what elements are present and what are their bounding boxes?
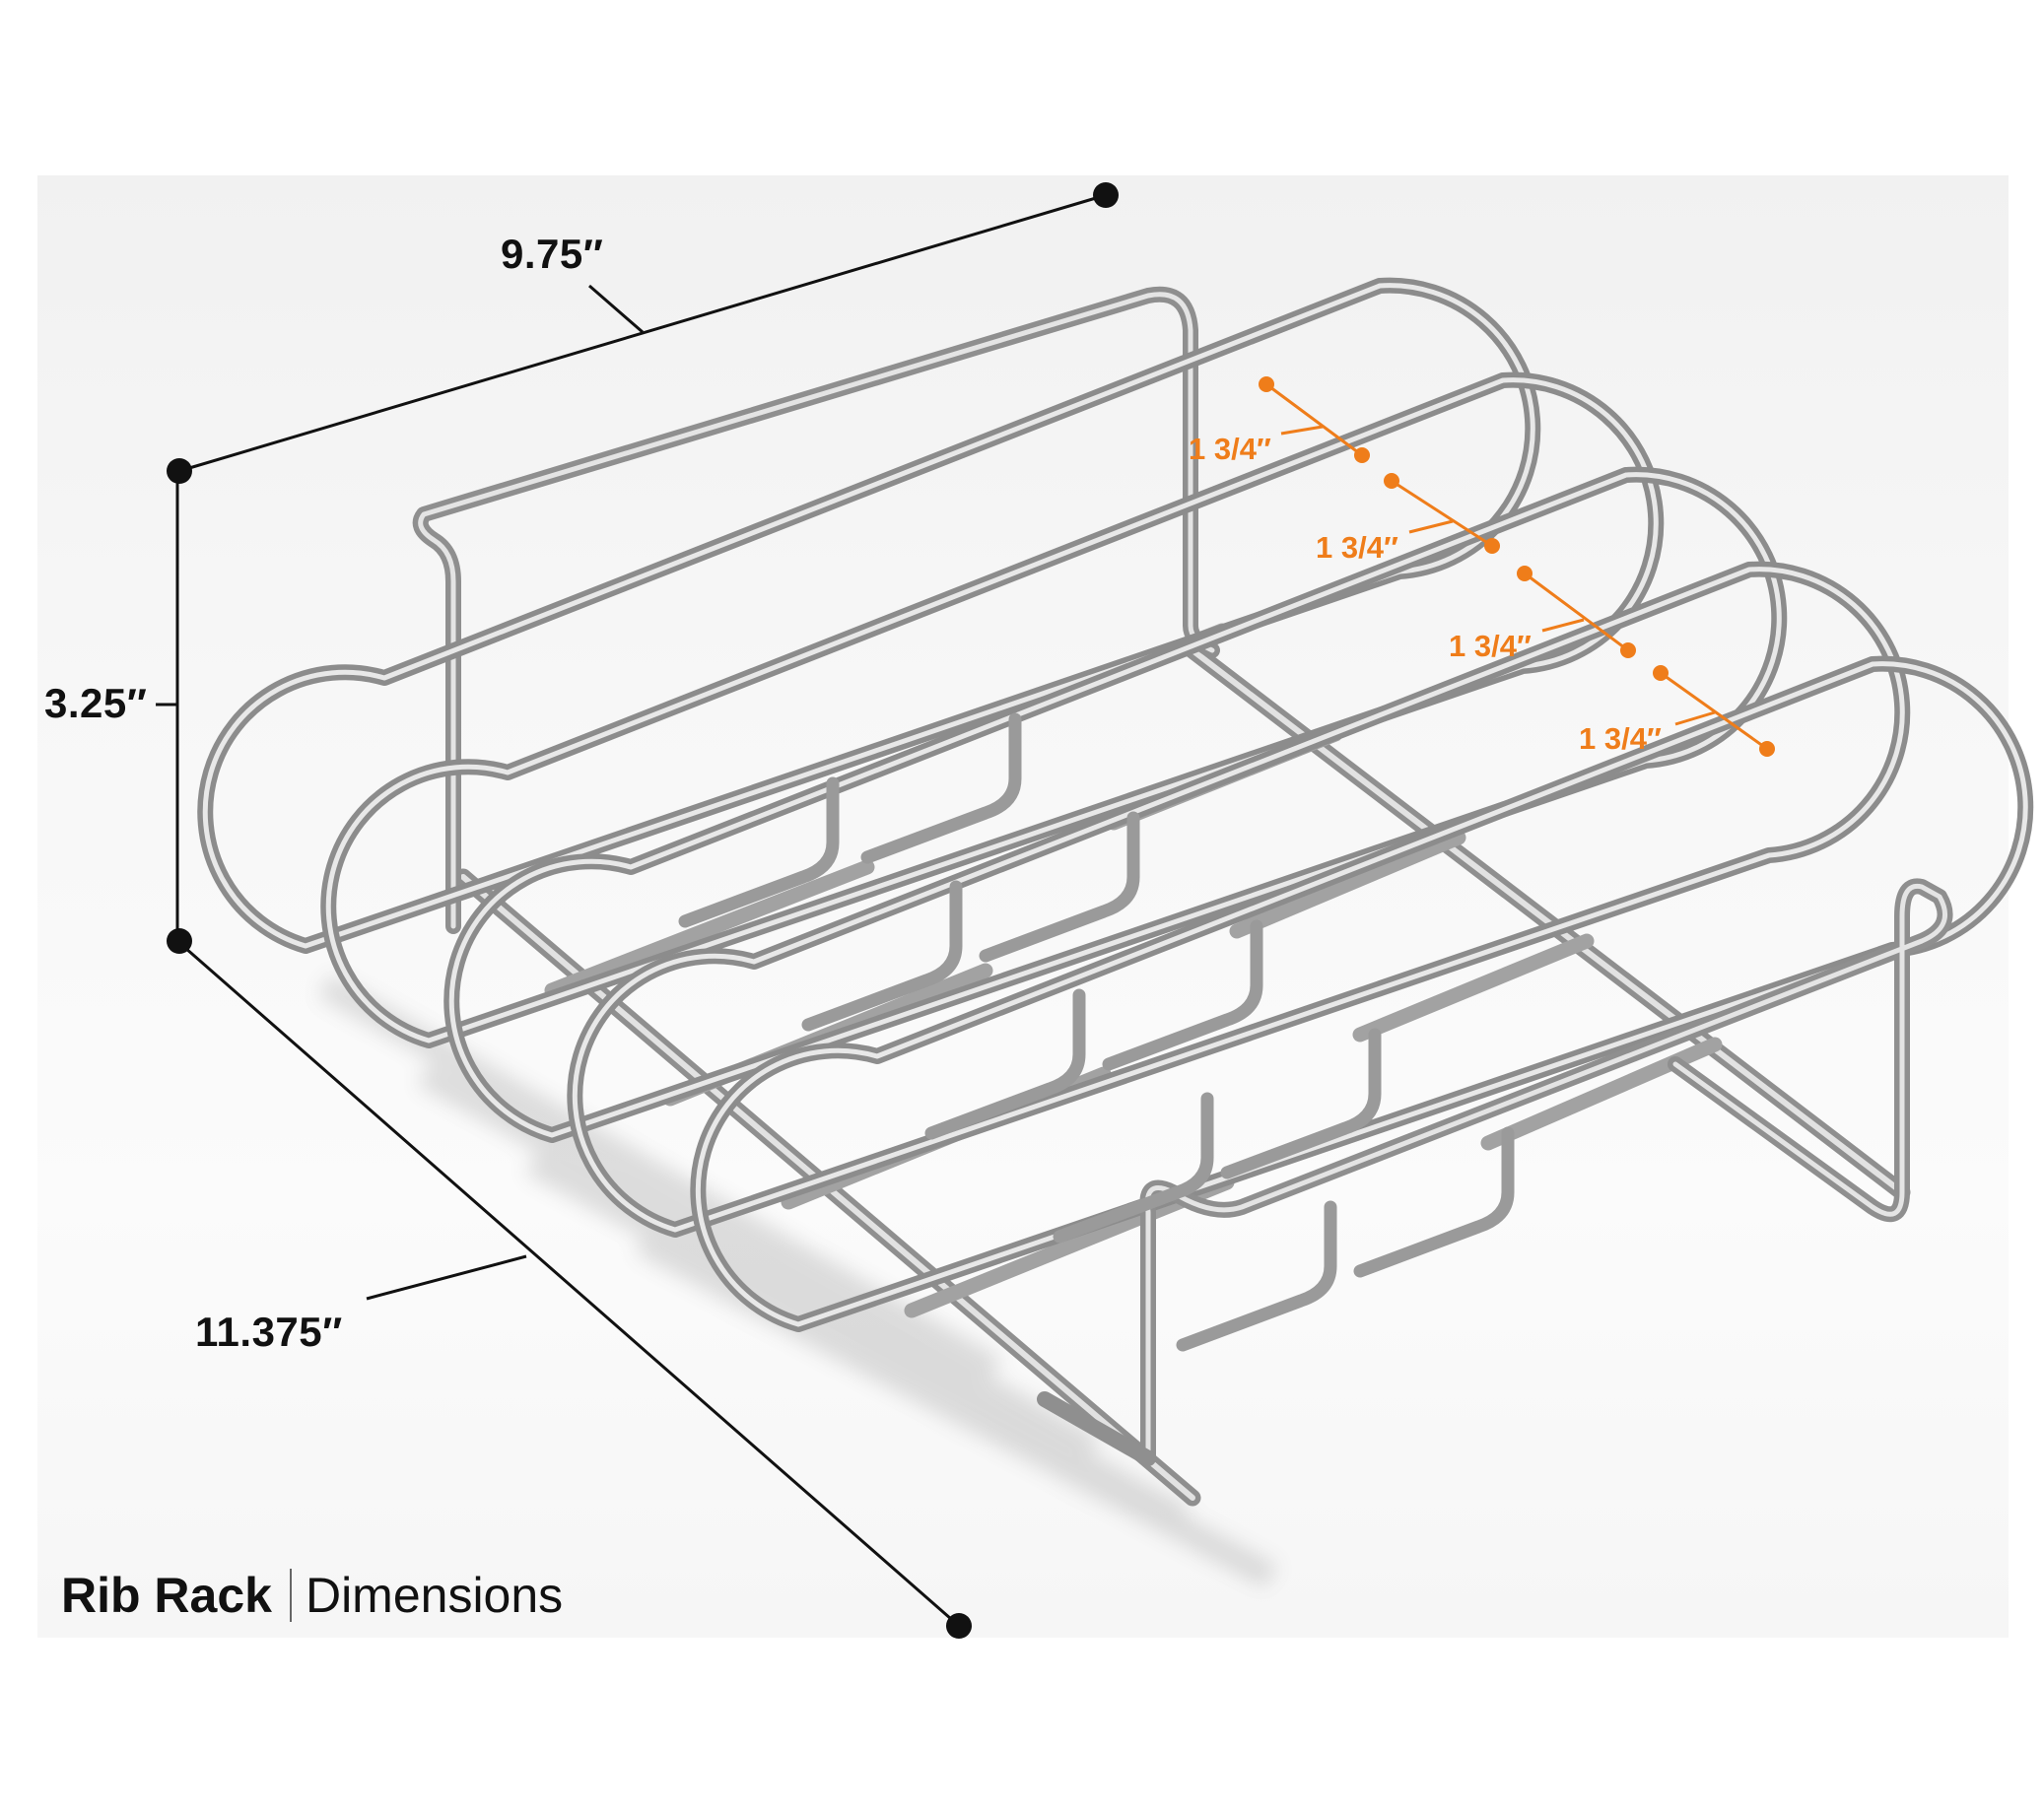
caption-subtitle: Dimensions [305, 1568, 564, 1623]
spacing-dot [1484, 538, 1500, 554]
spacing-dot [1620, 642, 1636, 658]
spacing-label-1: 1 3/4″ [1189, 432, 1271, 466]
length-dimension-line [176, 939, 960, 1628]
hook-peg [1353, 1126, 1515, 1278]
spacing-dot [1759, 741, 1775, 757]
width-dimension-line [178, 193, 1107, 473]
hook-peg [860, 712, 1022, 864]
endpoint-dot [167, 928, 192, 954]
hook-peg [678, 776, 840, 928]
spacing-marker-dots [1259, 376, 1775, 757]
back-bracket [412, 286, 1220, 934]
spacing-dot [1384, 473, 1399, 489]
caption-title: Rib Rack [61, 1568, 272, 1623]
spacing-label-4: 1 3/4″ [1579, 721, 1662, 756]
spacing-markers [1265, 382, 1768, 751]
hook-pegs [678, 712, 1515, 1352]
hook-peg [1102, 919, 1263, 1071]
caption: Rib Rack Dimensions [61, 1567, 563, 1624]
endpoint-dot [946, 1613, 972, 1639]
spacing-label-3: 1 3/4″ [1449, 629, 1532, 663]
endpoint-dot [167, 458, 192, 484]
hook-peg [801, 880, 963, 1032]
spacing-dot [1653, 665, 1669, 681]
caption-separator [289, 1569, 292, 1622]
hook-peg [1176, 1200, 1337, 1352]
width-label: 9.75″ [501, 231, 604, 277]
spacing-dot [1259, 376, 1274, 392]
spacing-label-2: 1 3/4″ [1316, 530, 1398, 565]
dimension-endpoints [167, 182, 1119, 1639]
hook-peg [1220, 1028, 1382, 1179]
spacing-dot [1517, 566, 1533, 581]
hook-peg [979, 811, 1140, 963]
capsule-loops [197, 277, 2034, 1332]
endpoint-dot [1093, 182, 1119, 208]
length-leader [366, 1254, 527, 1301]
hook-peg [1053, 1092, 1214, 1244]
length-label: 11.375″ [195, 1309, 343, 1355]
height-label: 3.25″ [44, 680, 148, 726]
width-leader [588, 284, 644, 334]
spacing-dot [1354, 447, 1370, 463]
rib-rack-illustration [197, 277, 2034, 1507]
capsule-loop [572, 567, 1905, 1233]
hook-peg [924, 988, 1086, 1140]
dimension-lines [156, 193, 1107, 1628]
